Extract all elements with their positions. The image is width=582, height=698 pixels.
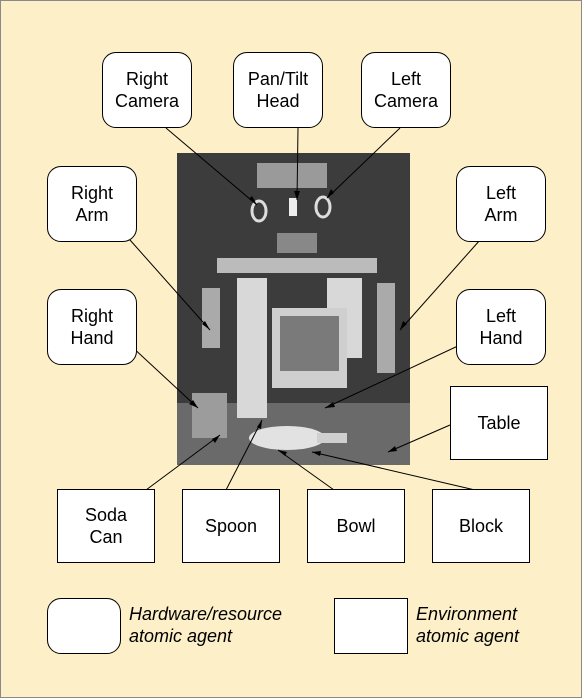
pointer-left-camera — [327, 128, 400, 198]
legend-environment-text: Environment atomic agent — [416, 603, 519, 647]
pointer-right-arm — [130, 240, 210, 330]
pointer-pan-tilt-head — [297, 128, 298, 200]
pointer-soda-can — [146, 435, 220, 490]
label-bowl: Bowl — [307, 489, 405, 563]
label-spoon: Spoon — [182, 489, 280, 563]
label-table: Table — [450, 386, 548, 460]
legend-environment-swatch — [334, 598, 408, 654]
legend-hardware-swatch — [47, 598, 121, 654]
label-right-hand: Right Hand — [47, 289, 137, 365]
pointer-left-hand — [325, 345, 460, 408]
label-left-arm: Left Arm — [456, 166, 546, 242]
pointer-right-camera — [166, 128, 257, 205]
pointer-spoon — [226, 420, 262, 490]
label-left-camera: Left Camera — [361, 52, 451, 128]
label-right-arm: Right Arm — [47, 166, 137, 242]
label-block: Block — [432, 489, 530, 563]
label-left-hand: Left Hand — [456, 289, 546, 365]
pointer-bowl — [278, 450, 334, 490]
label-right-camera: Right Camera — [102, 52, 192, 128]
pointer-right-hand — [130, 345, 198, 408]
label-pan-tilt-head: Pan/Tilt Head — [233, 52, 323, 128]
pointer-table — [388, 425, 450, 452]
legend-hardware-text: Hardware/resource atomic agent — [129, 603, 282, 647]
label-soda-can: Soda Can — [57, 489, 155, 563]
